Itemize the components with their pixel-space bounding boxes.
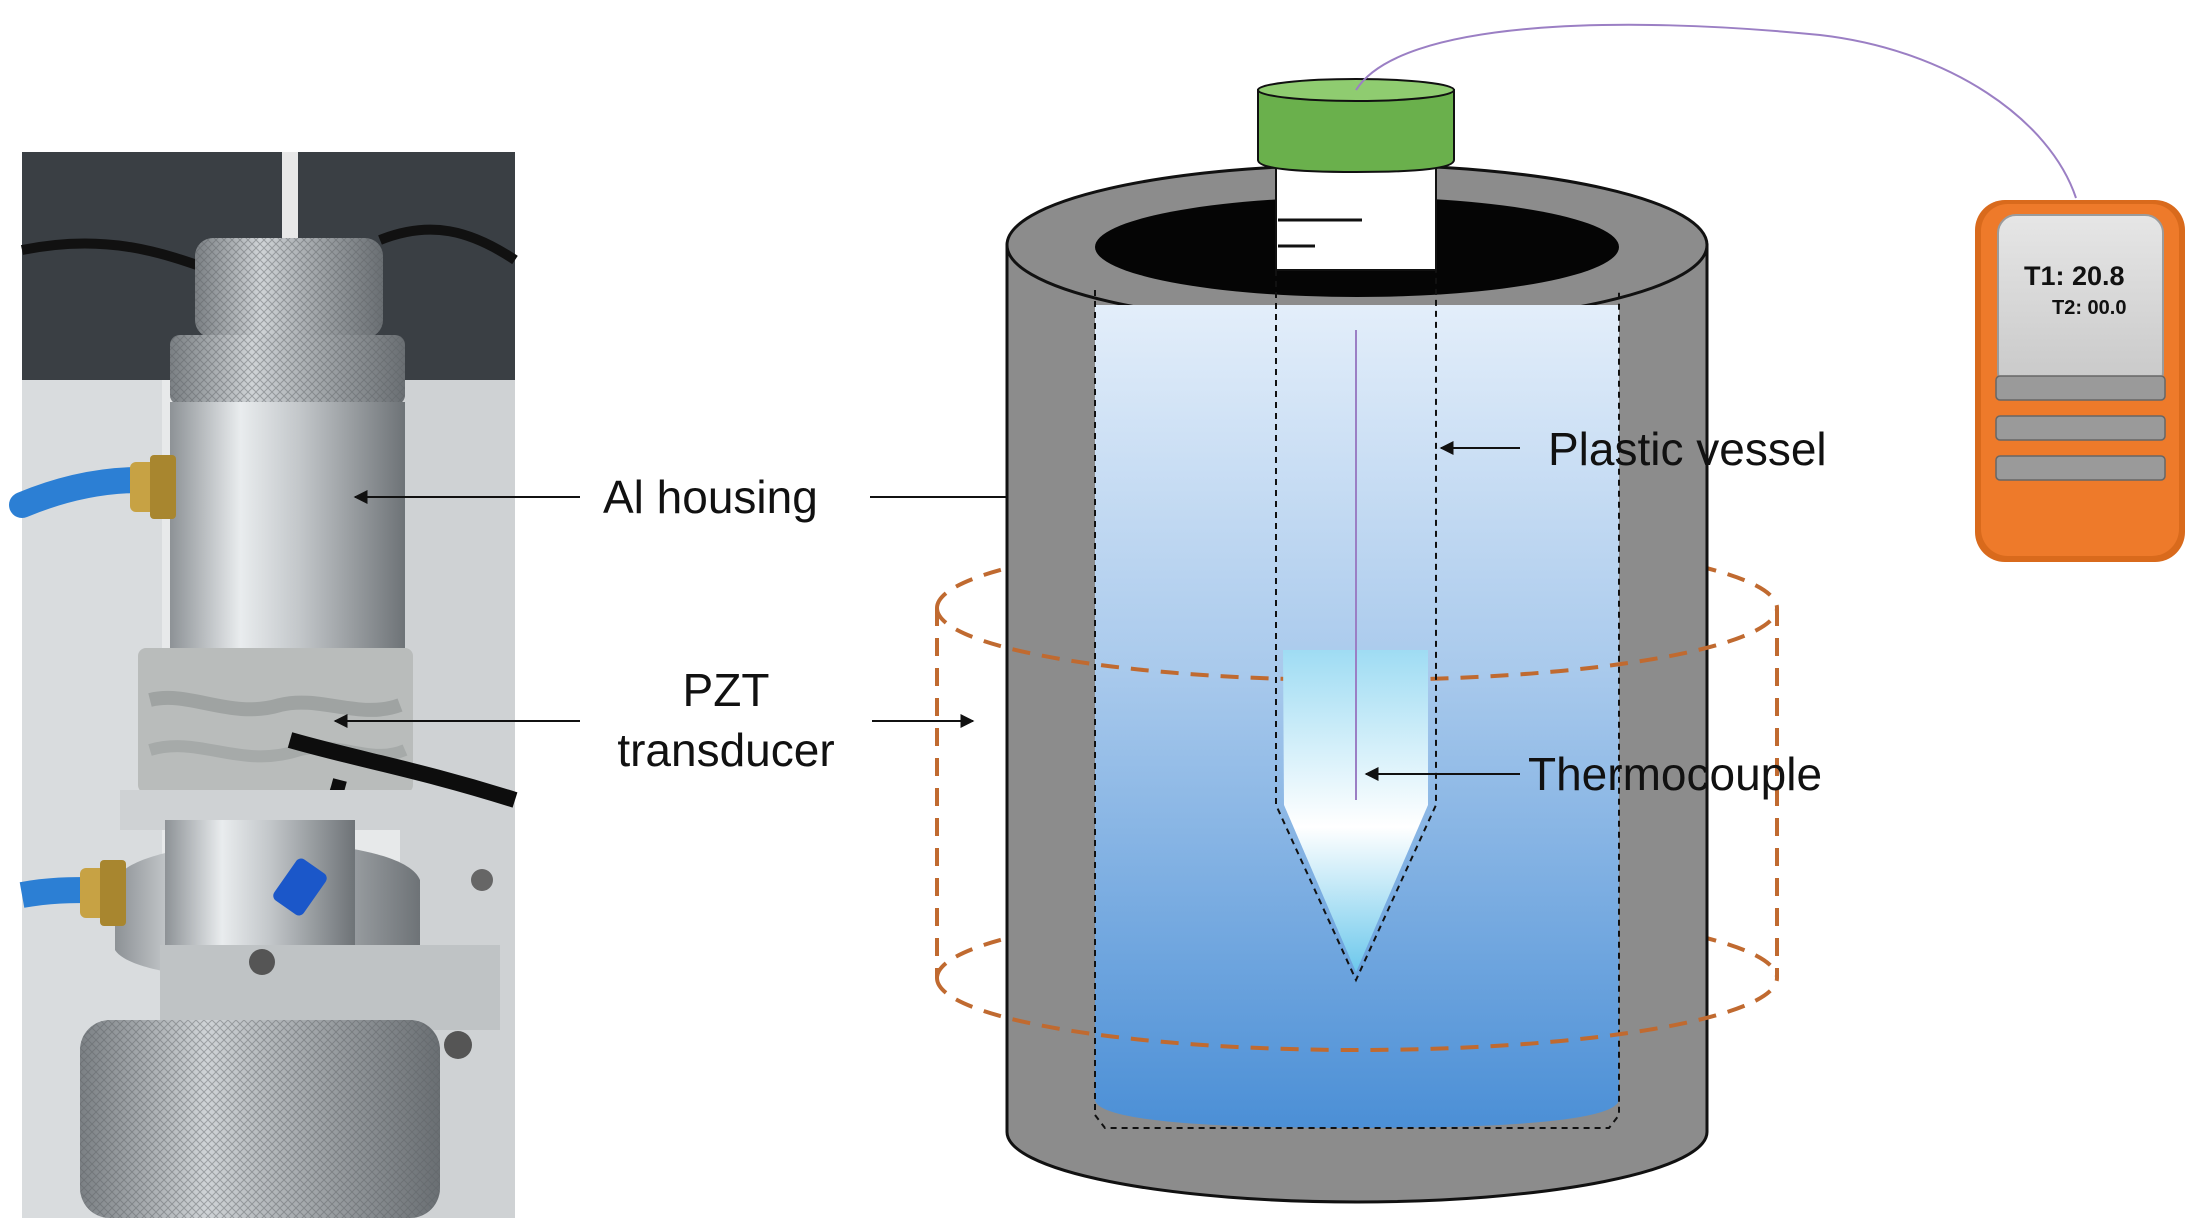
pzt-label-line2: transducer — [617, 724, 834, 776]
meter-button-3 — [1995, 455, 2166, 481]
meter-button-2 — [1995, 415, 2166, 441]
pzt-label-line1: PZT — [683, 664, 770, 716]
photo-of-ultrasonic-device — [9, 152, 518, 1218]
tube-outline — [1275, 270, 1437, 983]
plastic-vessel-outline — [1094, 290, 1620, 1129]
meter-t2-reading: T2: 00.0 — [2052, 297, 2126, 319]
meter-t1-reading: T1: 20.8 — [2024, 261, 2125, 291]
tube-liquid — [1283, 650, 1428, 972]
thermometer-readout-icon: T1: 20.8 T2: 00.0 — [1975, 200, 2185, 562]
tube-neck — [1275, 164, 1437, 271]
transducer-ring-bottom-front — [935, 977, 1779, 1052]
tube-cap — [1257, 89, 1455, 174]
plastic-vessel-label: Plastic vessel — [1548, 423, 1827, 475]
vessel-diagram: Plastic vessel Thermocouple — [935, 23, 2077, 1204]
pzt-transducer-callout: PZT transducer — [333, 664, 975, 776]
meter-button-1 — [1995, 375, 2166, 401]
thermocouple-wire — [1355, 23, 2077, 199]
al-housing-label: Al housing — [603, 471, 818, 523]
thermocouple-label: Thermocouple — [1528, 748, 1822, 800]
al-housing-callout: Al housing — [353, 471, 1058, 523]
